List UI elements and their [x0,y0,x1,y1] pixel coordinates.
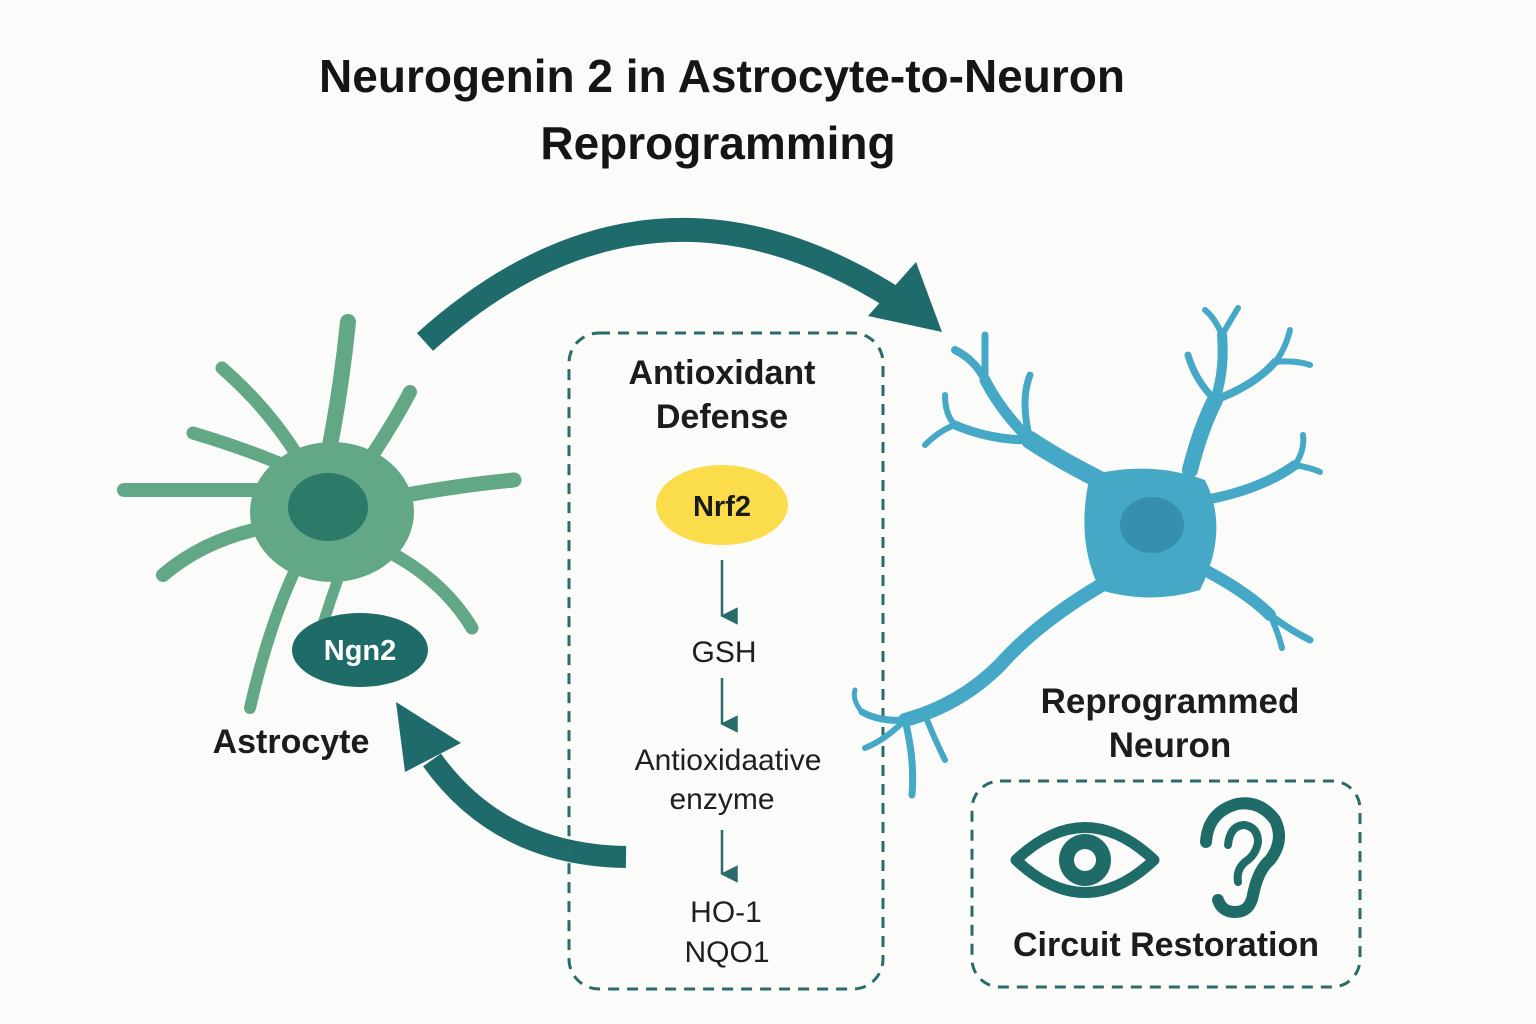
antioxidant-defense-title-line1: Antioxidant [629,354,816,392]
reprogramming-arrow [416,217,942,351]
gsh-label: GSH [691,636,756,669]
antioxidant-defense-box [567,331,885,991]
nrf2-label: Nrf2 [693,491,751,523]
feedback-arrow [396,702,627,868]
enzyme-label-line2: enzyme [669,783,774,816]
diagram-title-line2: Reprogramming [540,117,895,169]
nrf2-badge: Nrf2 [656,465,788,545]
neuron-label-line1: Reprogrammed [1041,682,1300,721]
astrocyte-label: Astrocyte [213,723,370,761]
ho1-label: HO-1 [690,896,762,929]
ngn2-badge: Ngn2 [292,613,428,687]
nqo1-label: NQO1 [684,936,769,969]
antioxidant-defense-title-line2: Defense [656,398,788,436]
neuron-cell [851,305,1323,799]
circuit-restoration-label: Circuit Restoration [1013,926,1319,964]
astrocyte-nucleus [288,473,368,541]
ear-icon [1200,797,1285,919]
neuron-nucleus [1120,497,1184,553]
neuron-label-line2: Neuron [1109,726,1232,765]
eye-icon [1010,822,1160,898]
enzyme-label-line1: Antioxidaative [635,744,822,777]
diagram-title-line1: Neurogenin 2 in Astrocyte-to-Neuron [319,50,1125,102]
ngn2-label: Ngn2 [324,635,397,667]
astrocyte-cell [117,314,522,714]
